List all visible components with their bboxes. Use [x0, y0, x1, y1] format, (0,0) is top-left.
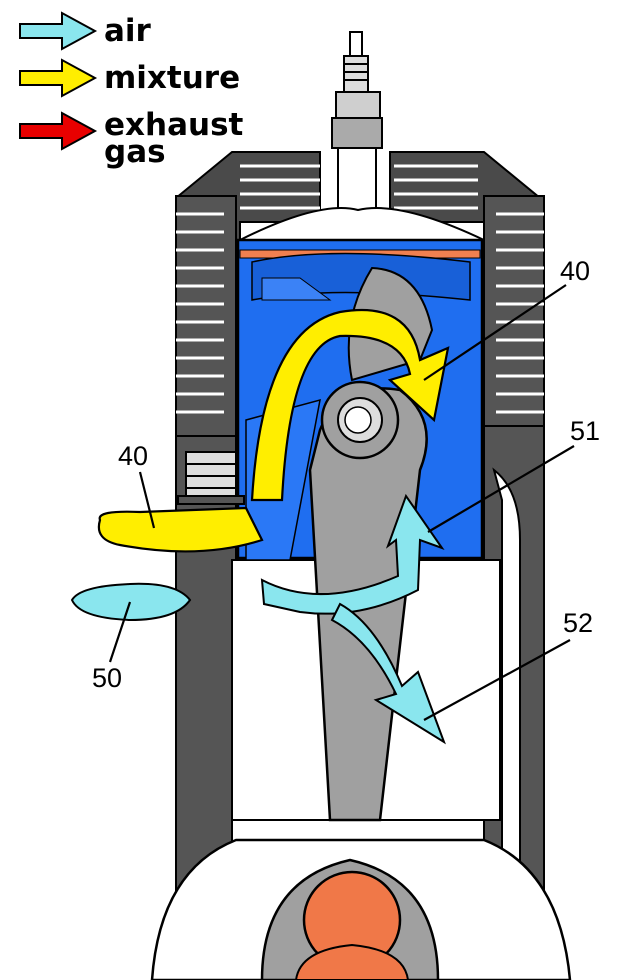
legend-label-mixture: mixture: [104, 60, 240, 96]
legend: air mixture exhaust gas: [19, 11, 244, 170]
air-arrow-icon: [19, 11, 98, 51]
mixture-flow-inlet-arrow: [97, 506, 264, 553]
legend-item-mixture: mixture: [19, 58, 240, 98]
air-flow-upper-arrow: [260, 493, 445, 615]
crankshaft: [150, 838, 572, 980]
mixture-arrow-icon: [19, 58, 98, 98]
callout-40-upper: 40: [423, 256, 590, 381]
callout-52: 52: [423, 608, 593, 721]
callouts: 40 40 50 51 52: [92, 256, 600, 721]
callout-label-40-upper: 40: [560, 256, 590, 286]
legend-label-exhaust: exhaust: [104, 107, 244, 143]
legend-item-exhaust: exhaust gas: [19, 107, 244, 170]
intake-port: [177, 451, 245, 505]
legend-label-air: air: [104, 13, 152, 49]
legend-label-gas: gas: [104, 134, 166, 170]
callout-40-inlet: 40: [118, 441, 156, 529]
air-flow-lower-arrow: [330, 602, 446, 745]
callout-50: 50: [92, 601, 132, 693]
combustion-chamber: [239, 207, 485, 241]
callout-label-52: 52: [563, 608, 593, 638]
callout-label-50: 50: [92, 663, 122, 693]
callout-label-40-inlet: 40: [118, 441, 148, 471]
callout-label-51: 51: [570, 416, 600, 446]
air-flow-inlet-arrow: [70, 582, 192, 622]
callout-51: 51: [427, 416, 600, 533]
spark-plug: [331, 31, 383, 229]
mixture-flow-upper-arrow: [250, 308, 450, 502]
legend-item-air: air: [19, 11, 152, 51]
exhaust-arrow-icon: [19, 111, 98, 151]
